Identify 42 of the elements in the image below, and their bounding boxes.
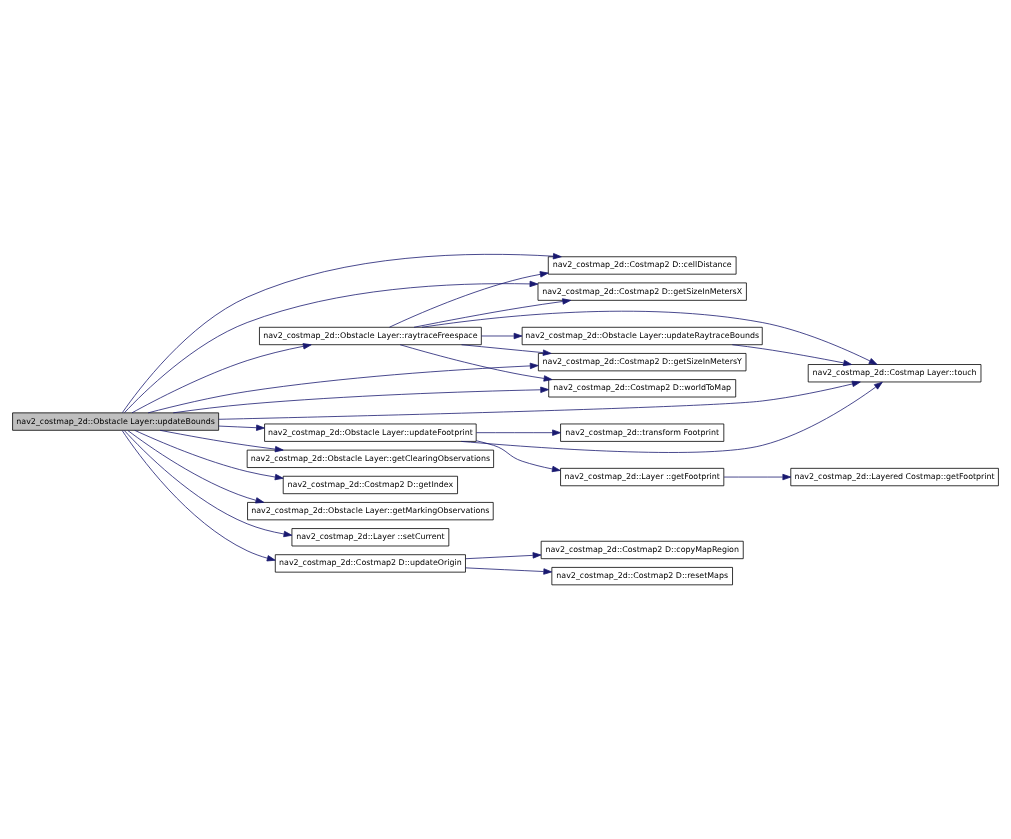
arrow bbox=[476, 429, 561, 436]
arrow bbox=[731, 344, 852, 367]
node-box: nav2_costmap_2d::Obstacle Layer::raytraceFreespace bbox=[259, 326, 482, 346]
arrow bbox=[461, 344, 552, 356]
arrow bbox=[121, 430, 276, 562]
arrow bbox=[413, 298, 572, 328]
arrow bbox=[465, 567, 553, 575]
node-box: nav2_costmap_2d::Layer ::getFootprint bbox=[560, 467, 725, 487]
arrow bbox=[481, 332, 523, 340]
node-box: nav2_costmap_2d::Layer ::setCurrent bbox=[291, 528, 450, 547]
node-box: nav2_costmap_2d::Costmap Layer::touch bbox=[807, 364, 982, 383]
node-box: nav2_costmap_2d::Costmap2 D::worldToMap bbox=[548, 379, 737, 398]
node-box: nav2_costmap_2d::Obstacle Layer::updateBounds bbox=[12, 412, 220, 431]
node-box: nav2_costmap_2d::Costmap2 D::cellDistance bbox=[547, 256, 737, 275]
node-box: nav2_costmap_2d::Costmap2 D::resetMaps bbox=[551, 567, 733, 586]
node-box: nav2_costmap_2d::Obstacle Layer::updateRaytraceBounds bbox=[521, 326, 763, 346]
arrow bbox=[127, 430, 265, 504]
arrow bbox=[147, 362, 539, 414]
arrow bbox=[723, 473, 792, 481]
arrow bbox=[218, 424, 265, 431]
arrow bbox=[159, 429, 284, 453]
node-box: nav2_costmap_2d::Costmap2 D::getSizeInMetersX bbox=[537, 282, 747, 301]
arrow bbox=[124, 280, 539, 414]
arrow bbox=[134, 429, 284, 481]
arrow bbox=[123, 430, 293, 538]
arrow bbox=[475, 440, 561, 473]
node-box: nav2_costmap_2d::Costmap2 D::getSizeInMetersY bbox=[538, 353, 747, 372]
node-box: nav2_costmap_2d::Obstacle Layer::updateFootprint bbox=[264, 423, 477, 442]
arrow bbox=[172, 386, 550, 414]
node-box: nav2_costmap_2d::transform Footprint bbox=[560, 423, 725, 442]
arrow bbox=[131, 343, 312, 414]
node-box: nav2_costmap_2d::Costmap2 D::getIndex bbox=[282, 475, 458, 495]
node-box: nav2_costmap_2d::Obstacle Layer::getClearingObservations bbox=[246, 449, 494, 468]
node-box: nav2_costmap_2d::Costmap2 D::copyMapRegion bbox=[540, 540, 744, 560]
node-box: nav2_costmap_2d::Layered Costmap::getFootprint bbox=[790, 467, 999, 487]
arrow bbox=[465, 552, 542, 560]
node-box: nav2_costmap_2d::Costmap2 D::updateOrigin bbox=[274, 554, 466, 573]
arrow bbox=[122, 253, 562, 413]
arrow bbox=[421, 310, 878, 365]
arrow bbox=[399, 344, 553, 382]
arrow bbox=[389, 271, 549, 328]
node-box: nav2_costmap_2d::Obstacle Layer::getMarkingObservations bbox=[247, 502, 494, 521]
